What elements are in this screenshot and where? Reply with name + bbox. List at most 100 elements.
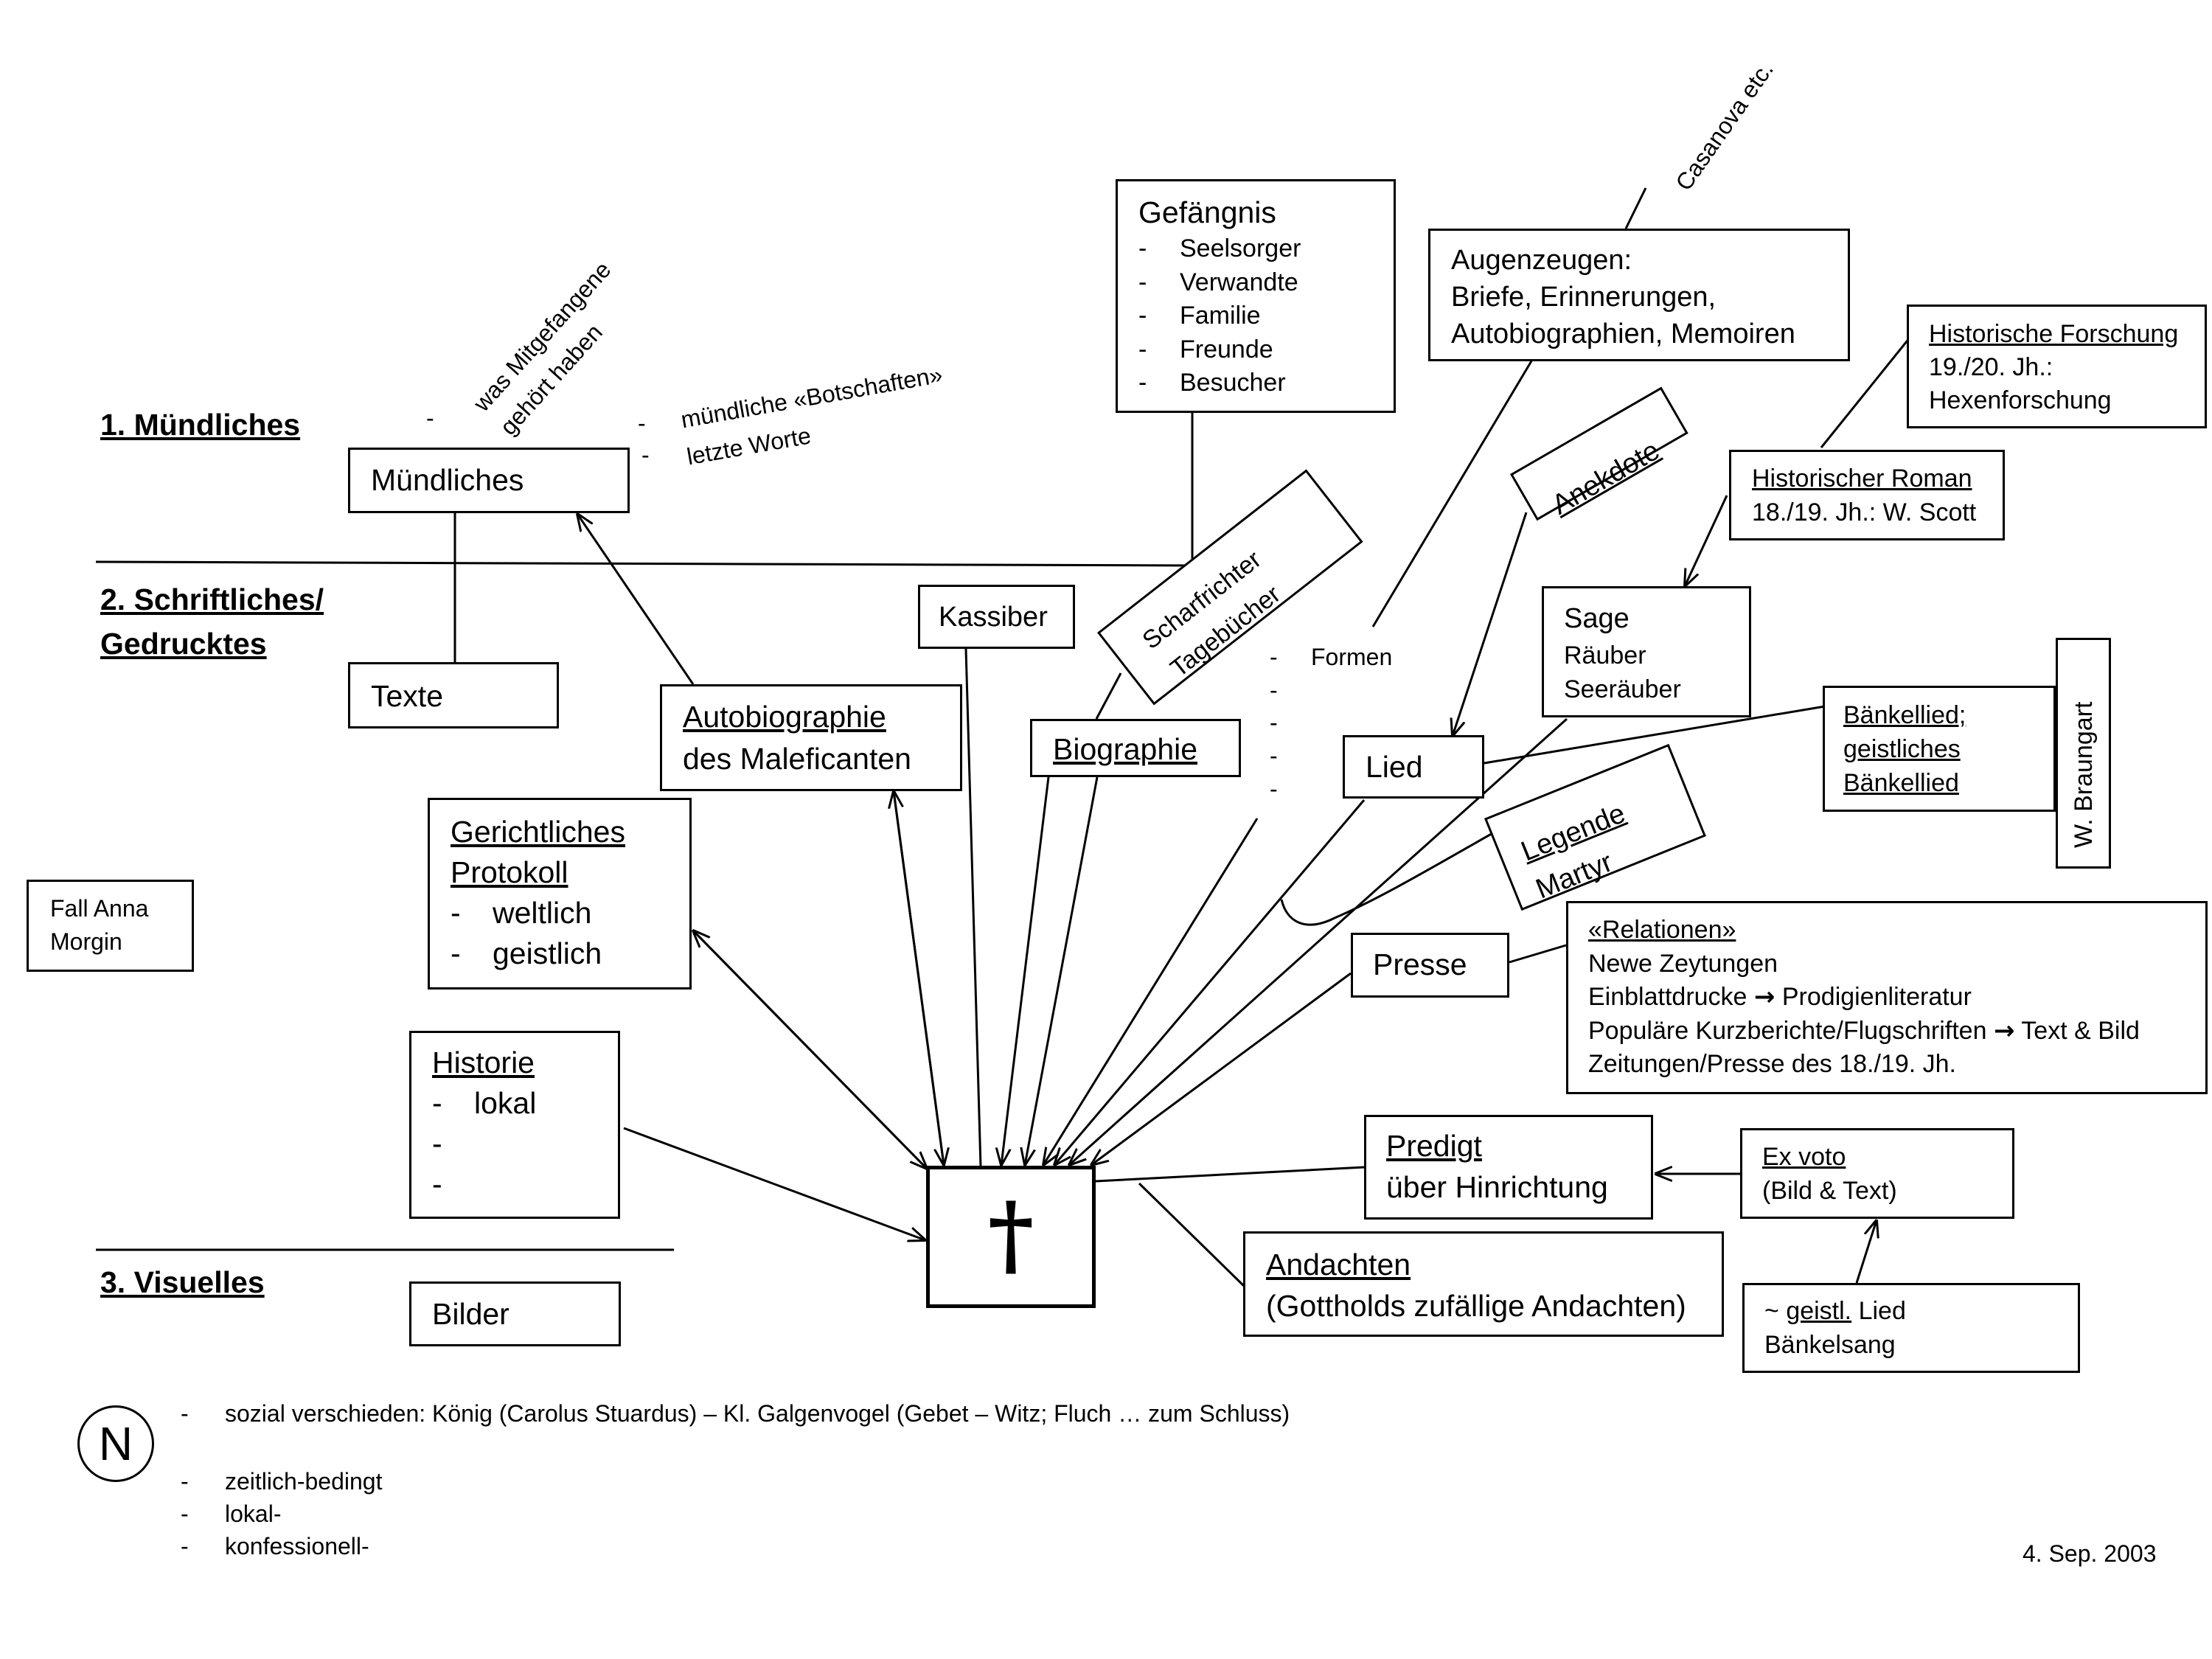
formen-label: Formen xyxy=(1311,644,1393,670)
box-relationen xyxy=(1566,901,2208,1094)
andachten-subtitle: (Gottholds zufällige Andachten) xyxy=(1266,1289,1686,1323)
box-w-braungart xyxy=(2056,638,2111,869)
predigt-subtitle: über Hinrichtung xyxy=(1386,1170,1608,1204)
dash: - xyxy=(641,442,650,468)
box-ex-voto xyxy=(1740,1128,2014,1219)
dash: - xyxy=(181,1400,189,1427)
gefaengnis-title: Gefängnis xyxy=(1138,195,1276,229)
box-andachten xyxy=(1243,1231,1724,1337)
kassiber-label: Kassiber xyxy=(939,602,1048,633)
sage-line-3: Seeräuber xyxy=(1564,675,1681,703)
dash: - xyxy=(1270,776,1278,802)
box-geistl-lied xyxy=(1742,1283,2080,1373)
section-visual-heading: 3. Visuelles xyxy=(100,1265,265,1299)
baenkellied-line-2: geistliches xyxy=(1843,735,1961,763)
roman-title: Historischer Roman xyxy=(1752,465,1972,493)
box-historie xyxy=(409,1031,620,1219)
line-biographie-scharfrichter xyxy=(1095,672,1122,720)
historie-item-lokal: lokal xyxy=(474,1086,537,1120)
box-gerichtliches-protokoll xyxy=(428,798,692,990)
autobiographie-subtitle: des Maleficanten xyxy=(683,742,911,776)
sage-line-2: Räuber xyxy=(1564,641,1646,669)
gefaengnis-item-seelsorger: Seelsorger xyxy=(1180,234,1301,262)
dash: - xyxy=(432,1127,442,1161)
dash: - xyxy=(426,405,434,431)
braungart-label: W. Braungart xyxy=(2070,701,2098,848)
box-autobiographie xyxy=(660,684,962,791)
arrow-formen-center xyxy=(1043,818,1259,1165)
arrow-lied-center xyxy=(1054,799,1366,1165)
relationen-line-newe: Newe Zeytungen xyxy=(1588,950,1778,978)
box-sage xyxy=(1542,586,1751,717)
geistl-lied-line-2: Bänkelsang xyxy=(1764,1331,1896,1359)
fall-anna-line-2: Morgin xyxy=(50,928,122,955)
line-lied-baenkellied xyxy=(1484,705,1826,765)
arrow-protokoll-center xyxy=(692,929,927,1169)
dash: - xyxy=(1138,369,1147,397)
arrow-lied-exvoto xyxy=(1855,1220,1877,1284)
box-gefaengnis xyxy=(1116,179,1396,413)
date-stamp: 4. Sep. 2003 xyxy=(2023,1540,2157,1567)
augenzeugen-line-3: Autobiographien, Memoiren xyxy=(1451,319,1795,349)
gefaengnis-item-freunde: Freunde xyxy=(1180,335,1273,364)
roman-line-2: 18./19. Jh.: W. Scott xyxy=(1752,498,1977,526)
line-presse-relationen xyxy=(1509,944,1567,964)
box-historischer-roman xyxy=(1729,450,2005,540)
gefaengnis-item-familie: Familie xyxy=(1180,302,1261,330)
arrow-center-autobiographie-2 xyxy=(892,790,944,1165)
box-kassiber xyxy=(918,585,1075,649)
tilde-text: ~ xyxy=(1764,1297,1787,1325)
muendliches-label: Mündliches xyxy=(371,463,524,497)
forschung-line-3: Hexenforschung xyxy=(1929,386,2112,414)
box-bilder xyxy=(409,1281,621,1346)
dash: - xyxy=(1270,644,1278,670)
arrow-roman-sage xyxy=(1685,495,1728,586)
andachten-title: Andachten xyxy=(1266,1248,1411,1281)
line-forschung-roman xyxy=(1820,337,1911,448)
box-muendliches xyxy=(348,448,630,513)
line-augenzeugen-formen xyxy=(1371,359,1534,627)
gefaengnis-item-verwandte: Verwandte xyxy=(1180,268,1298,296)
protokoll-item-weltlich: weltlich xyxy=(493,896,592,930)
n-symbol: N xyxy=(98,1417,133,1470)
ex-voto-title: Ex voto xyxy=(1762,1143,1846,1171)
text-bild-text: Text & Bild xyxy=(2021,1017,2140,1045)
right-arrow-icon: → xyxy=(1993,1016,2015,1046)
dash: - xyxy=(1270,742,1278,769)
line-casanova xyxy=(1624,187,1647,229)
ex-voto-subtitle: (Bild & Text) xyxy=(1762,1177,1897,1205)
dash: - xyxy=(1138,335,1147,364)
autobiographie-title: Autobiographie xyxy=(683,700,886,734)
historie-title: Historie xyxy=(432,1046,535,1079)
note-sozial: sozial verschieden: König (Carolus Stuar… xyxy=(225,1400,1290,1427)
sage-title: Sage xyxy=(1564,603,1630,634)
line-center-predigt xyxy=(1095,1166,1365,1183)
relationen-title: «Relationen» xyxy=(1588,916,1736,944)
box-historische-forschung xyxy=(1907,305,2207,428)
n-circle-icon xyxy=(77,1405,154,1482)
section-written-heading-2: Gedrucktes xyxy=(100,627,267,661)
geistl-lied-line-1: ~ geistl. Lied xyxy=(1764,1294,1906,1328)
dash: - xyxy=(181,1468,189,1495)
dash: - xyxy=(432,1167,442,1201)
dash: - xyxy=(1138,268,1147,296)
right-arrow-icon: → xyxy=(1753,982,1775,1012)
arrow-biographie-center-2 xyxy=(1025,776,1099,1165)
forschung-line-2: 19./20. Jh.: xyxy=(1929,353,2053,381)
box-texte xyxy=(348,662,559,728)
dash: - xyxy=(432,1086,442,1120)
gefaengnis-item-besucher: Besucher xyxy=(1180,369,1286,397)
cross-icon: † xyxy=(987,1183,1034,1287)
arrow-biographie-center-1 xyxy=(1001,776,1050,1165)
texte-label: Texte xyxy=(371,679,443,713)
presse-label: Presse xyxy=(1373,947,1467,981)
lied-label: Lied xyxy=(1366,750,1423,784)
arrow-presse-center xyxy=(1091,972,1352,1165)
dash: - xyxy=(1270,709,1278,736)
box-lied xyxy=(1343,735,1484,799)
protokoll-title-1: Gerichtliches xyxy=(451,815,625,849)
box-baenkellied xyxy=(1823,686,2056,812)
relationen-line-zeitungen: Zeitungen/Presse des 18./19. Jh. xyxy=(1588,1050,1956,1078)
dash: - xyxy=(181,1533,189,1559)
